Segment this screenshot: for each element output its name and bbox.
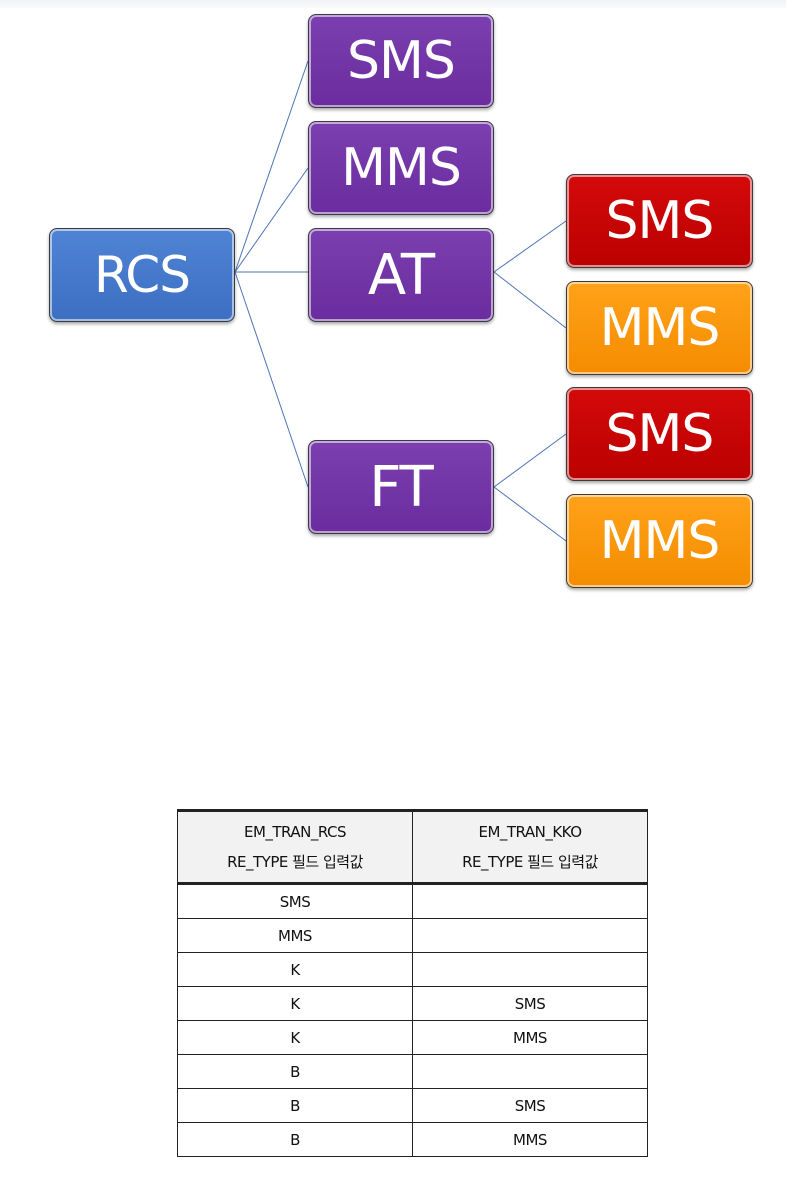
table-row: B <box>177 1054 648 1089</box>
cell-rcs-type: B <box>177 1088 413 1123</box>
table-row: K <box>177 952 648 987</box>
cell-kko-type: MMS <box>412 1020 648 1055</box>
node-mms: MMS <box>308 121 494 215</box>
cell-kko-type: SMS <box>412 986 648 1021</box>
cell-kko-type: MMS <box>412 1122 648 1157</box>
cell-kko-type <box>412 883 648 919</box>
top-bar <box>0 0 786 8</box>
header-em-tran-rcs: EM_TRAN_RCS RE_TYPE 필드 입력값 <box>177 809 413 885</box>
cell-rcs-type: B <box>177 1122 413 1157</box>
header-table-name: EM_TRAN_RCS <box>243 823 347 841</box>
cell-rcs-type: K <box>177 1020 413 1055</box>
connector-ft-mms <box>493 486 567 542</box>
cell-rcs-type: B <box>177 1054 413 1089</box>
cell-rcs-type: K <box>177 952 413 987</box>
node-ft: FT <box>308 440 494 534</box>
node-sms: SMS <box>308 14 494 108</box>
cell-rcs-type: SMS <box>177 883 413 919</box>
connector-at-sms <box>493 220 567 273</box>
table-row: B MMS <box>177 1122 648 1157</box>
connector-at-mms <box>493 271 567 329</box>
node-rcs: RCS <box>49 228 235 322</box>
node-ft-mms: MMS <box>566 494 753 588</box>
header-field-label: RE_TYPE 필드 입력값 <box>227 853 363 871</box>
connector-rcs-ft <box>234 271 309 488</box>
table-row: SMS <box>177 883 648 919</box>
node-at-sms: SMS <box>566 174 753 268</box>
node-ft-sms: SMS <box>566 387 753 481</box>
connector-rcs-mms <box>234 167 309 273</box>
header-field-label: RE_TYPE 필드 입력값 <box>462 853 598 871</box>
cell-rcs-type: K <box>177 986 413 1021</box>
cell-rcs-type: MMS <box>177 918 413 953</box>
connector-lines <box>234 60 567 542</box>
header-table-name: EM_TRAN_KKO <box>478 823 582 841</box>
table-header-row: EM_TRAN_RCS RE_TYPE 필드 입력값 EM_TRAN_KKO R… <box>177 809 648 885</box>
node-at-mms: MMS <box>566 281 753 375</box>
cell-kko-type <box>412 918 648 953</box>
cell-kko-type <box>412 1054 648 1089</box>
cell-kko-type: SMS <box>412 1088 648 1123</box>
node-at: AT <box>308 228 494 322</box>
re-type-mapping-table: EM_TRAN_RCS RE_TYPE 필드 입력값 EM_TRAN_KKO R… <box>177 809 648 1157</box>
table-row: MMS <box>177 918 648 953</box>
table-row: B SMS <box>177 1088 648 1123</box>
header-em-tran-kko: EM_TRAN_KKO RE_TYPE 필드 입력값 <box>412 809 648 885</box>
connector-rcs-sms <box>234 60 309 273</box>
rcs-message-type-diagram: RCS SMS MMS AT FT SMS MMS SMS MMS <box>49 14 753 588</box>
table-row: K SMS <box>177 986 648 1021</box>
table-row: K MMS <box>177 1020 648 1055</box>
connector-ft-sms <box>493 433 567 488</box>
cell-kko-type <box>412 952 648 987</box>
